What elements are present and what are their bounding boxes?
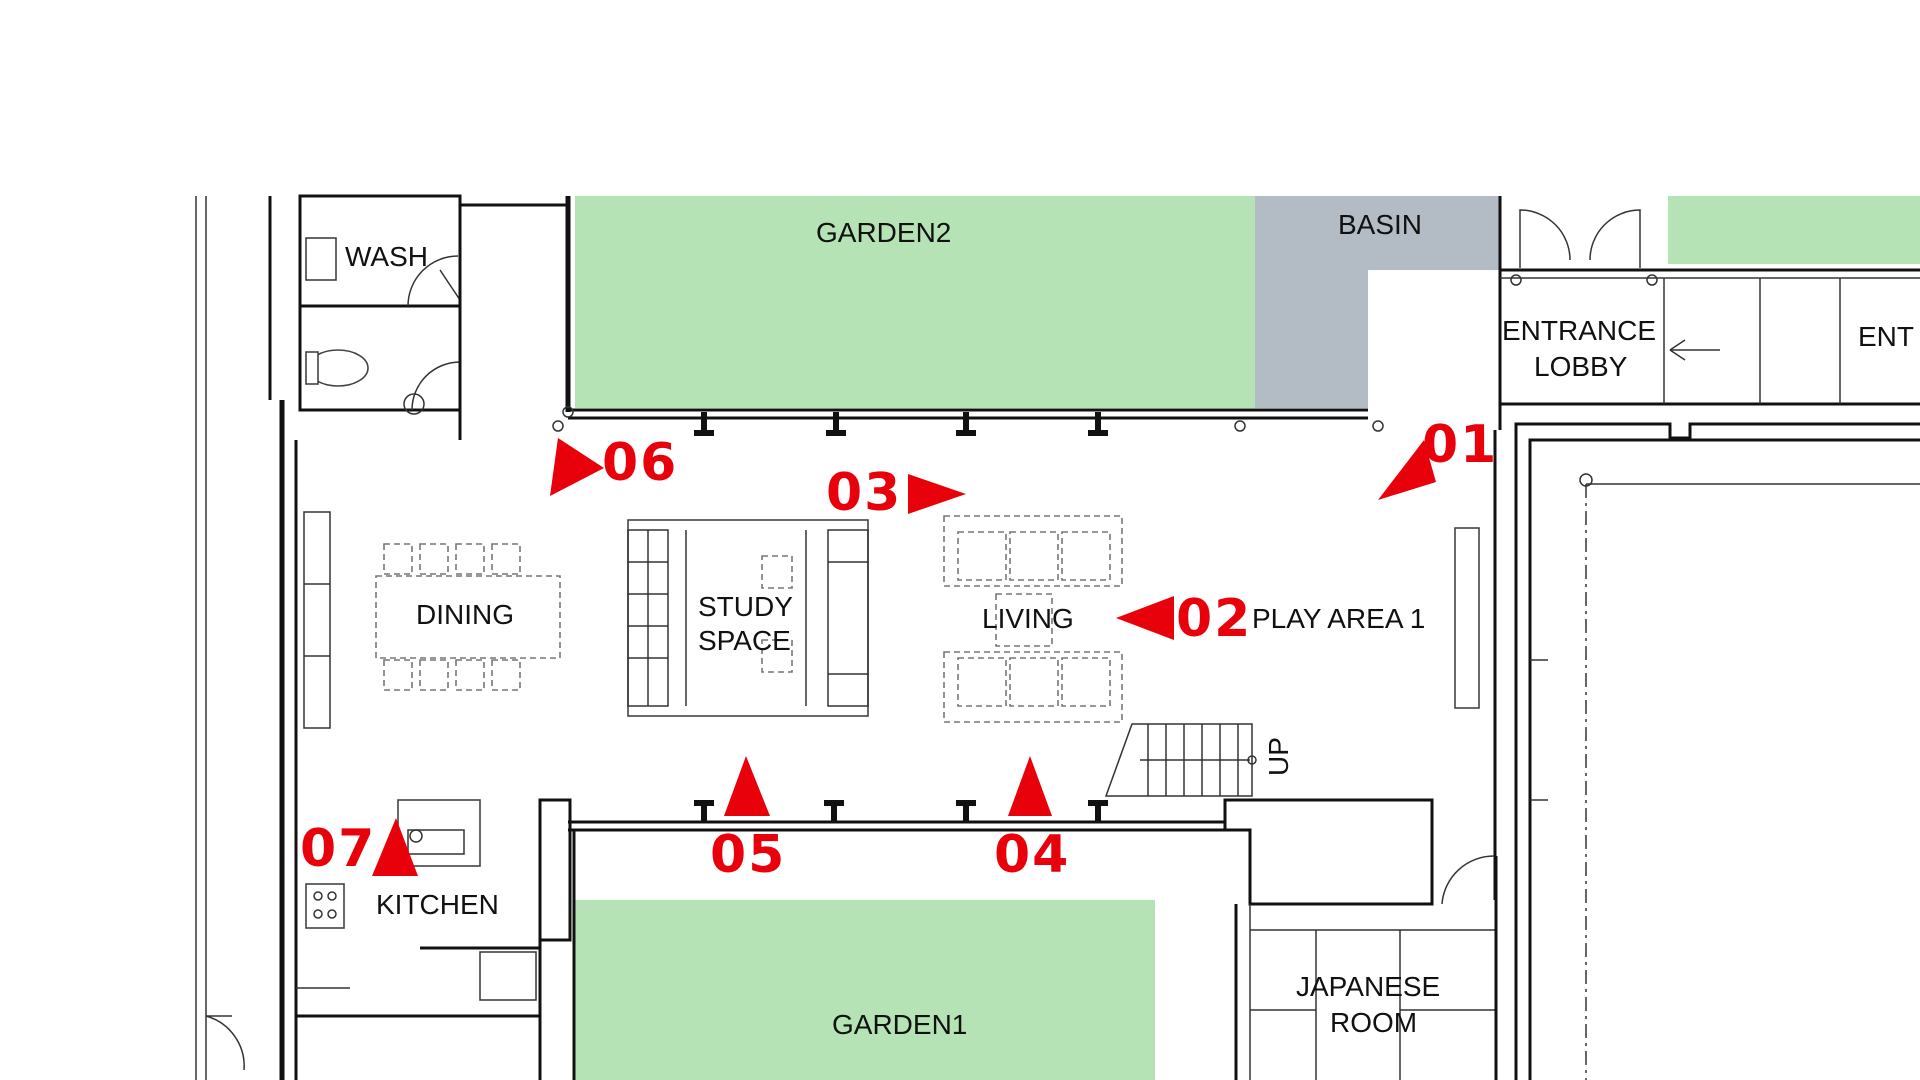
entrance-partial-label: ENT bbox=[1858, 321, 1914, 352]
entrance-lobby-label-line2: LOBBY bbox=[1534, 351, 1628, 382]
wash-label: WASH bbox=[345, 241, 428, 272]
sofa-top bbox=[943, 515, 1123, 587]
dining-label: DINING bbox=[416, 599, 514, 630]
garden2-area bbox=[575, 196, 1255, 408]
viewpoint-04-label: 04 bbox=[994, 825, 1070, 885]
kitchen-label: KITCHEN bbox=[376, 889, 499, 920]
living-label: LIVING bbox=[982, 603, 1074, 634]
walls bbox=[195, 194, 1920, 1080]
play-area-label: PLAY AREA 1 bbox=[1252, 603, 1425, 634]
basin-label: BASIN bbox=[1338, 209, 1422, 240]
study-space-label-line2: SPACE bbox=[698, 625, 791, 656]
viewpoint-02-label: 02 bbox=[1176, 589, 1252, 649]
viewpoint-05-label: 05 bbox=[710, 825, 786, 885]
viewpoint-06-label: 06 bbox=[602, 433, 678, 493]
viewpoint-05-arrow bbox=[724, 756, 770, 816]
viewpoint-04-arrow bbox=[1008, 756, 1052, 816]
garden-top-right bbox=[1668, 196, 1920, 264]
study-desk bbox=[627, 519, 869, 717]
garden1-label: GARDEN1 bbox=[832, 1009, 967, 1040]
viewpoint-01-arrow bbox=[1378, 440, 1436, 500]
viewpoint-03-label: 03 bbox=[826, 463, 902, 523]
basin-area bbox=[1255, 196, 1500, 408]
garden2-label: GARDEN2 bbox=[816, 217, 951, 248]
stair-up-label: UP bbox=[1263, 737, 1294, 776]
entrance-lobby-label-line1: ENTRANCE bbox=[1502, 315, 1656, 346]
japanese-room-label-line1: JAPANESE bbox=[1296, 971, 1440, 1002]
viewpoint-06-arrow bbox=[550, 438, 604, 496]
viewpoint-07-arrow bbox=[372, 818, 418, 876]
viewpoint-07-label: 07 bbox=[300, 819, 376, 879]
study-space-label-line1: STUDY bbox=[698, 591, 793, 622]
sofa-bottom bbox=[943, 651, 1123, 723]
bench bbox=[303, 511, 331, 729]
coffee-table bbox=[995, 593, 1053, 647]
viewpoint-02-arrow bbox=[1116, 596, 1174, 640]
dining-table bbox=[375, 543, 561, 691]
viewpoint-01-label: 01 bbox=[1422, 415, 1498, 475]
garden1-area bbox=[575, 900, 1155, 1080]
viewpoint-03-arrow bbox=[908, 474, 966, 514]
staircase bbox=[1104, 723, 1257, 797]
japanese-room-label-line2: ROOM bbox=[1330, 1007, 1417, 1038]
